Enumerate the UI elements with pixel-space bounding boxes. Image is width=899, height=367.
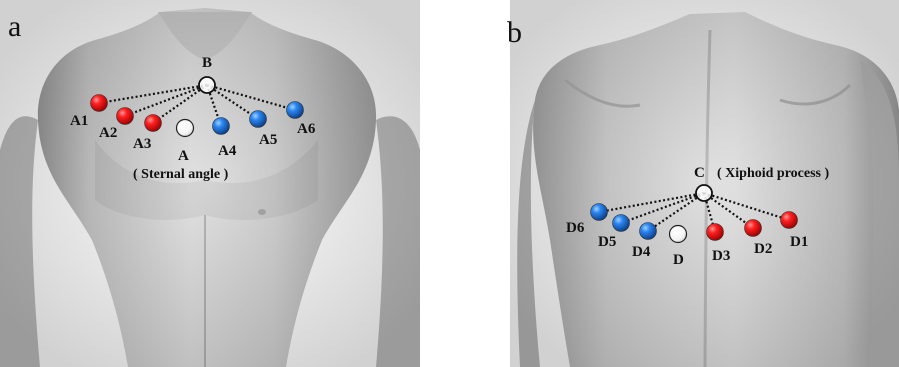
label-d5: D5 — [598, 234, 616, 250]
label-a6: A6 — [297, 121, 316, 137]
marker-a2 — [117, 108, 134, 125]
label-d1: D1 — [790, 234, 808, 250]
marker-a4 — [213, 118, 230, 135]
apex-label-c: C — [694, 165, 705, 181]
marker-d1 — [781, 212, 798, 229]
label-a2: A2 — [99, 125, 117, 141]
marker-center-d — [670, 226, 687, 243]
label-d6: D6 — [566, 220, 585, 236]
marker-d6 — [591, 204, 608, 221]
marker-apex-c — [696, 185, 712, 201]
label-a3: A3 — [133, 136, 151, 152]
marker-a6 — [287, 102, 304, 119]
panel-letter-a: a — [8, 10, 21, 43]
marker-d4 — [640, 223, 657, 240]
panel-b-back-torso — [510, 0, 899, 367]
marker-a3 — [145, 115, 162, 132]
marker-apex-b — [199, 77, 215, 93]
panel-letter-b: b — [507, 16, 522, 49]
note-xiphoid-process: ( Xiphoid process ) — [717, 166, 829, 181]
label-a1: A1 — [70, 113, 88, 129]
marker-a5 — [250, 111, 267, 128]
back-shading-overlay — [510, 0, 899, 367]
marker-a1 — [91, 95, 108, 112]
marker-d2 — [745, 220, 762, 237]
marker-d5 — [613, 215, 630, 232]
note-sternal-angle: ( Sternal angle ) — [133, 167, 229, 182]
apex-label-b: B — [202, 55, 212, 71]
marker-d3 — [707, 224, 724, 241]
center-label-d: D — [673, 252, 684, 268]
center-label-a: A — [178, 148, 189, 164]
label-d3: D3 — [712, 248, 730, 264]
label-d4: D4 — [632, 244, 651, 260]
label-a4: A4 — [218, 143, 237, 159]
label-d2: D2 — [754, 241, 772, 257]
marker-center-a — [177, 120, 194, 137]
label-a5: A5 — [259, 132, 277, 148]
